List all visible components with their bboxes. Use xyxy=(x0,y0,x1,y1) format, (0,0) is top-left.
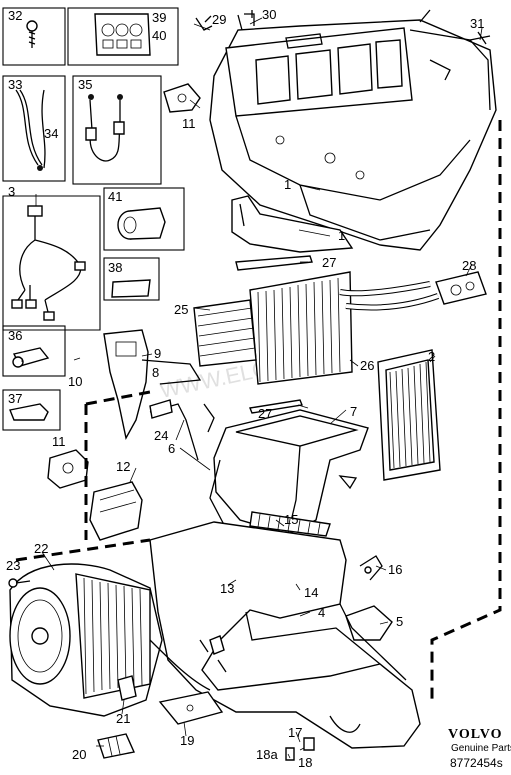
evaporator xyxy=(249,271,440,385)
part-label-9: 9 xyxy=(154,346,161,361)
drain-piece xyxy=(345,605,393,641)
part-label-1b: 1 xyxy=(338,228,345,243)
part-label-5: 5 xyxy=(396,614,403,629)
insulation-pad xyxy=(193,299,257,367)
part-label-19: 19 xyxy=(180,733,194,748)
part-label-38: 38 xyxy=(108,260,122,275)
mid-housing xyxy=(209,409,369,541)
part-label-3: 3 xyxy=(8,184,15,199)
cover-plate xyxy=(231,195,354,253)
part-label-1: 1 xyxy=(284,177,291,192)
part-label-21: 21 xyxy=(116,711,130,726)
drain-hose xyxy=(285,715,361,761)
part-label-36: 36 xyxy=(8,328,22,343)
part-label-15: 15 xyxy=(284,512,298,527)
expansion-flange xyxy=(435,271,487,305)
inset-part-33-34 xyxy=(2,75,66,182)
mounting-bracket xyxy=(89,481,143,541)
brand-code: 8772454s xyxy=(450,756,503,770)
brand-name: VOLVO xyxy=(448,727,503,742)
inset-part-41 xyxy=(103,187,185,251)
lower-housing xyxy=(149,521,421,749)
part-label-16: 16 xyxy=(388,562,402,577)
part-label-33: 33 xyxy=(8,77,22,92)
brand-block: VOLVO Genuine Parts 8772454s xyxy=(448,727,511,770)
actuator-lower xyxy=(47,449,89,489)
part-label-31: 31 xyxy=(470,16,484,31)
part-label-23: 23 xyxy=(6,558,20,573)
air-duct xyxy=(103,329,202,440)
part-label-24: 24 xyxy=(154,428,168,443)
part-label-35: 35 xyxy=(78,77,92,92)
inset-part-3-wiring xyxy=(2,195,101,331)
part-label-34: 34 xyxy=(44,126,58,141)
part-labels: 1 1 2 3 4 5 6 7 8 9 10 11 11 12 13 14 15… xyxy=(6,7,484,770)
brand-subtitle: Genuine Parts xyxy=(451,743,511,754)
plug-20 xyxy=(97,733,135,759)
part-label-40: 40 xyxy=(152,28,166,43)
inset-part-35 xyxy=(72,75,162,185)
part-label-8: 8 xyxy=(152,365,159,380)
part-label-18a: 18a xyxy=(256,747,278,762)
seal-strip-27 xyxy=(235,255,313,271)
part-label-6: 6 xyxy=(168,441,175,456)
clip-16 xyxy=(359,555,383,581)
part-label-29: 29 xyxy=(212,12,226,27)
part-label-10: 10 xyxy=(68,374,82,389)
part-label-18: 18 xyxy=(298,755,312,770)
leader-lines xyxy=(21,17,483,759)
part-label-2: 2 xyxy=(428,349,435,364)
inset-part-36 xyxy=(2,325,66,377)
seal-strip-27-lower xyxy=(249,399,303,414)
inset-part-39-40 xyxy=(67,7,179,66)
part-label-11b: 11 xyxy=(52,434,66,449)
screw-23 xyxy=(8,578,31,588)
inset-part-32 xyxy=(2,7,66,66)
part-label-4: 4 xyxy=(318,605,325,620)
resistor-bracket xyxy=(158,691,224,725)
actuator-upper xyxy=(163,83,201,113)
part-label-22: 22 xyxy=(34,541,48,556)
assembly-boundary xyxy=(15,120,502,700)
part-label-27a: 27 xyxy=(322,255,336,270)
heater-housing-upper xyxy=(209,9,497,251)
heater-core xyxy=(377,349,441,481)
part-label-26: 26 xyxy=(360,358,374,373)
part-label-17: 17 xyxy=(288,725,302,740)
part-label-25: 25 xyxy=(174,302,188,317)
part-label-28: 28 xyxy=(462,258,476,273)
part-label-11a: 11 xyxy=(182,116,196,131)
part-label-13: 13 xyxy=(220,581,234,596)
inset-part-38 xyxy=(103,257,160,301)
part-label-20: 20 xyxy=(72,747,86,762)
part-label-30: 30 xyxy=(262,7,276,22)
connector-21 xyxy=(117,675,137,701)
part-label-37: 37 xyxy=(8,391,22,406)
part-label-32: 32 xyxy=(8,8,22,23)
part-label-27b: 27 xyxy=(258,406,272,421)
inset-part-37 xyxy=(2,389,61,431)
part-label-12: 12 xyxy=(116,459,130,474)
part-label-7: 7 xyxy=(350,404,357,419)
part-label-39: 39 xyxy=(152,10,166,25)
defroster-grille xyxy=(249,511,331,537)
part-label-14: 14 xyxy=(304,585,318,600)
damper-linkage xyxy=(149,399,215,461)
part-label-41: 41 xyxy=(108,189,122,204)
